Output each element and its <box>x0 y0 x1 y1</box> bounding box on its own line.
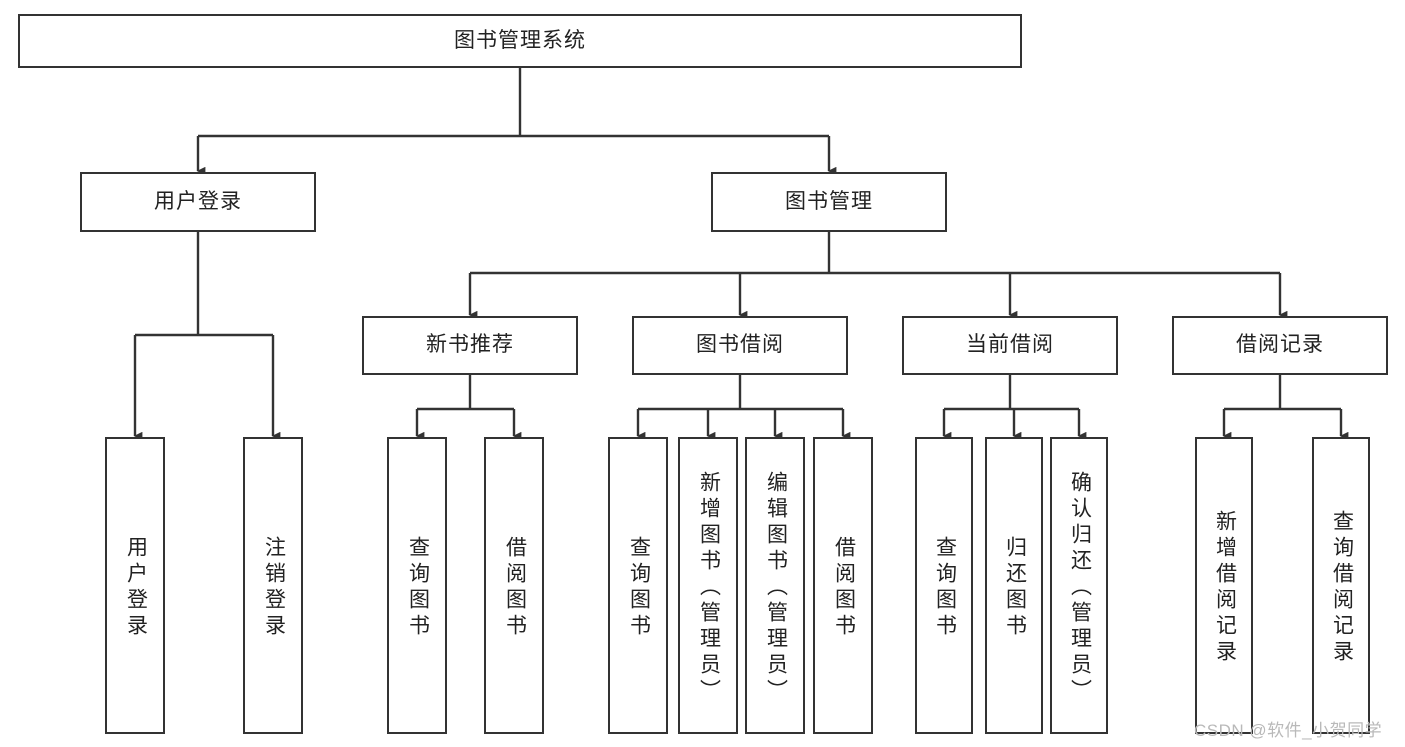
node-leaf-user-logout[interactable]: 注销登录 <box>243 437 303 734</box>
node-label: 编辑图书（管理员） <box>764 470 788 705</box>
node-leaf-cur-confirm[interactable]: 确认归还（管理员） <box>1050 437 1108 734</box>
node-label: 借阅记录 <box>1236 333 1324 357</box>
node-leaf-rec-query[interactable]: 查询借阅记录 <box>1312 437 1370 734</box>
node-label: 用户登录 <box>124 535 148 640</box>
node-bookmgmt[interactable]: 图书管理 <box>711 172 947 232</box>
node-login[interactable]: 用户登录 <box>80 172 316 232</box>
node-label: 注销登录 <box>262 535 286 640</box>
node-label: 用户登录 <box>154 189 242 213</box>
node-root[interactable]: 图书管理系统 <box>18 14 1022 68</box>
node-leaf-cur-return[interactable]: 归还图书 <box>985 437 1043 734</box>
node-label: 查询借阅记录 <box>1330 509 1354 666</box>
node-leaf-bk-query[interactable]: 查询图书 <box>608 437 668 734</box>
node-current[interactable]: 当前借阅 <box>902 316 1118 375</box>
node-leaf-bk-borrow[interactable]: 借阅图书 <box>813 437 873 734</box>
node-label: 查询图书 <box>627 535 651 640</box>
edge-group <box>133 68 1349 441</box>
watermark-csdn: CSDN @软件_小贺同学 <box>1194 721 1383 740</box>
node-label: 图书管理 <box>785 189 873 213</box>
node-records[interactable]: 借阅记录 <box>1172 316 1388 375</box>
node-label: 当前借阅 <box>966 333 1054 357</box>
node-borrow[interactable]: 图书借阅 <box>632 316 848 375</box>
node-label: 新书推荐 <box>426 333 514 357</box>
node-leaf-nb-query[interactable]: 查询图书 <box>387 437 447 734</box>
node-leaf-nb-borrow[interactable]: 借阅图书 <box>484 437 544 734</box>
node-label: 新增图书（管理员） <box>697 470 721 705</box>
node-leaf-user-login[interactable]: 用户登录 <box>105 437 165 734</box>
node-label: 图书管理系统 <box>454 28 586 52</box>
node-label: 新增借阅记录 <box>1213 509 1237 666</box>
node-leaf-bk-edit[interactable]: 编辑图书（管理员） <box>745 437 805 734</box>
node-label: 归还图书 <box>1003 535 1027 640</box>
node-leaf-rec-add[interactable]: 新增借阅记录 <box>1195 437 1253 734</box>
node-label: 借阅图书 <box>503 535 527 640</box>
node-label: 借阅图书 <box>832 535 856 640</box>
node-leaf-bk-add[interactable]: 新增图书（管理员） <box>678 437 738 734</box>
node-label: 查询图书 <box>933 535 957 640</box>
node-newbook[interactable]: 新书推荐 <box>362 316 578 375</box>
node-leaf-cur-query[interactable]: 查询图书 <box>915 437 973 734</box>
node-label: 确认归还（管理员） <box>1068 470 1092 705</box>
node-label: 图书借阅 <box>696 333 784 357</box>
node-label: 查询图书 <box>406 535 430 640</box>
